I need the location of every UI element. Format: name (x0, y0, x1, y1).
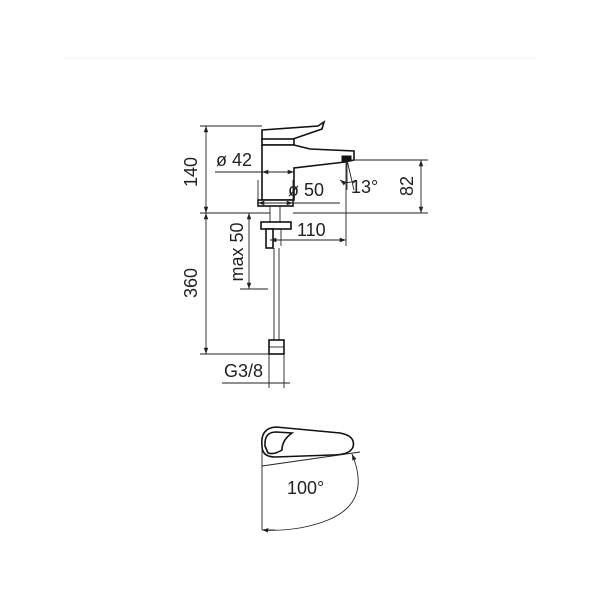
dim-82: 82 (293, 159, 428, 214)
aerator (341, 155, 352, 162)
dim-diameter-42: ø 42 (215, 150, 294, 175)
dim-110: 110 (270, 162, 347, 246)
mounting-nut (260, 221, 292, 230)
dim-110-label: 110 (297, 220, 326, 240)
dim-spout-angle-label: 13° (351, 177, 378, 197)
dim-max-50: max 50 (227, 212, 270, 290)
cartridge-cap (261, 138, 295, 146)
dim-diameter-50-label: ø 50 (288, 180, 324, 200)
dim-thread-label: G3/8 (224, 361, 263, 381)
dim-360-label: 360 (181, 268, 201, 298)
dim-diameter-50: ø 50 (257, 180, 340, 206)
dim-82-label: 82 (397, 176, 417, 196)
lever-handle (261, 120, 326, 141)
top-view: 100° (260, 426, 361, 533)
rotation-arc (261, 453, 359, 533)
dim-140-label: 140 (181, 157, 201, 187)
dim-360: 360 (181, 213, 269, 355)
dim-max-50-label: max 50 (227, 222, 247, 281)
stud-end (265, 228, 274, 249)
dim-spout-angle: 13° (339, 159, 378, 197)
dim-140: 140 (181, 125, 262, 214)
side-view: 140 ø 42 ø 50 13° 82 (181, 120, 428, 388)
faucet-body (257, 120, 355, 355)
dim-diameter-42-label: ø 42 (216, 150, 252, 170)
dim-lever-rotation-label: 100° (287, 478, 324, 498)
dim-thread: G3/8 (222, 354, 290, 388)
